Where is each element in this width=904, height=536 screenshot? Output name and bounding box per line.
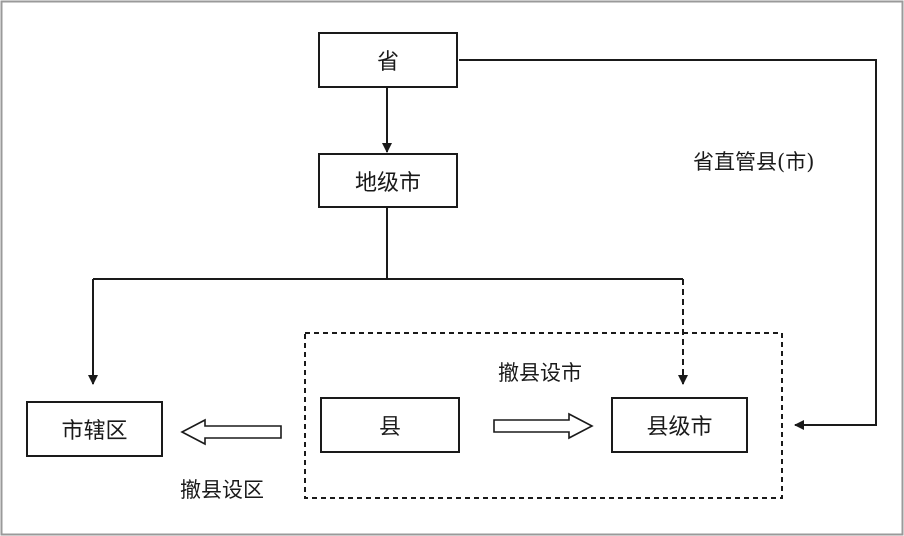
node-municipal-district-label: 市辖区 (61, 419, 128, 444)
dashed-group-box (304, 332, 783, 499)
node-county-level-city: 县级市 (611, 397, 748, 453)
node-prefecture-city: 地级市 (318, 153, 458, 208)
hollow-arrow-county-to-district (180, 418, 282, 446)
label-province-direct: 省直管县(市) (693, 150, 815, 174)
hollow-arrow-county-to-city (493, 412, 594, 440)
edge-province-direct (459, 59, 877, 430)
node-prefecture-city-label: 地级市 (354, 170, 421, 196)
node-province-label: 省 (376, 50, 399, 75)
node-county: 县 (320, 397, 460, 453)
node-county-level-city-label: 县级市 (646, 415, 713, 440)
node-county-label: 县 (378, 415, 401, 440)
node-province: 省 (318, 32, 458, 88)
node-municipal-district: 市辖区 (26, 401, 163, 457)
label-county-to-city: 撤县设市 (498, 361, 582, 385)
label-county-to-district: 撤县设区 (180, 478, 264, 502)
